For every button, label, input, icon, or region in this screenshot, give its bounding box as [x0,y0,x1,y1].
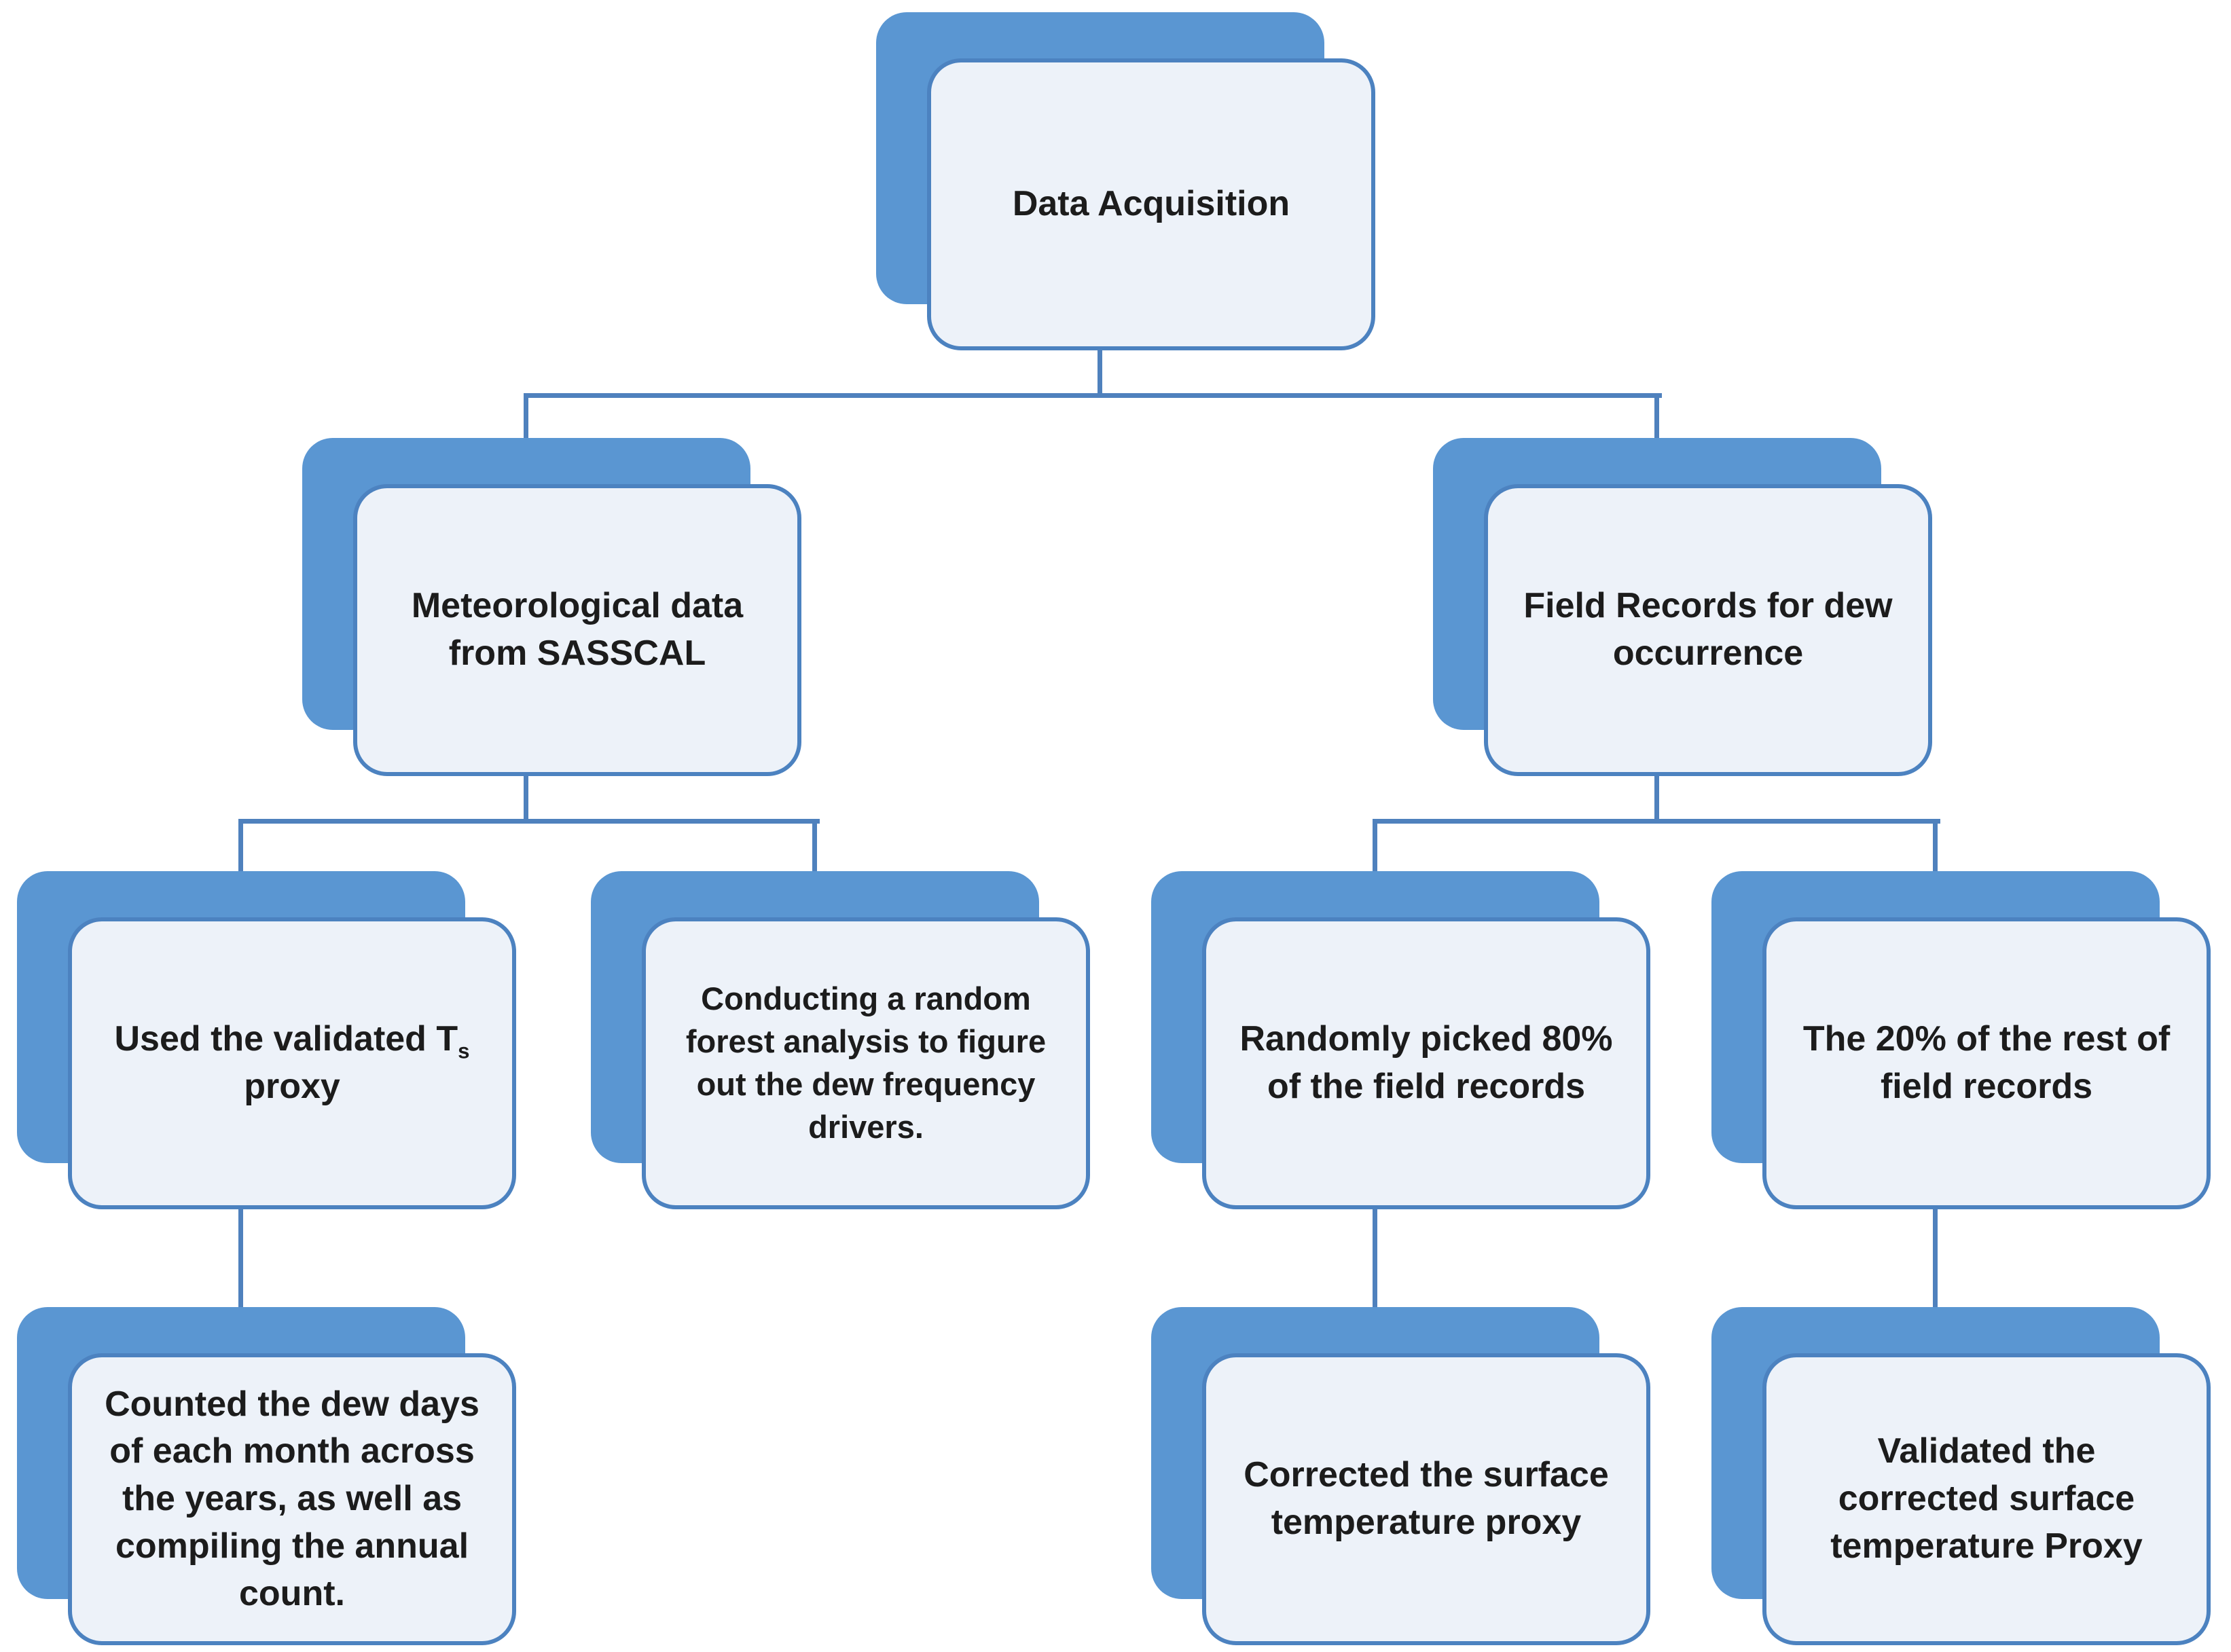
connector-field-to-r20 [1933,819,1938,875]
node-randomly-picked-80: Randomly picked 80% of the field records [1151,871,1650,1209]
node-validated-surface-proxy: Validated the corrected surface temperat… [1711,1307,2211,1645]
node-label: Randomly picked 80% of the field records [1239,1019,1613,1106]
node-label: Counted the dew days of each month acros… [105,1384,479,1613]
connector-met-stem [524,775,528,824]
label-post: proxy [244,1067,340,1106]
node-data-acquisition: Data Acquisition [876,12,1375,350]
panel: Corrected the surface temperature proxy [1202,1353,1650,1645]
node-meteorological-data: Meteorological data from SASSCAL [302,438,801,776]
node-label: Meteorological data from SASSCAL [411,586,744,673]
panel: The 20% of the rest of field records [1762,917,2211,1209]
panel: Meteorological data from SASSCAL [353,484,801,776]
connector-p80-to-corrected [1373,1208,1377,1310]
panel: Counted the dew days of each month acros… [68,1353,516,1645]
node-counted-dew-days: Counted the dew days of each month acros… [17,1307,516,1645]
node-field-records: Field Records for dew occurrence [1433,438,1932,776]
label-pre: Used the validated T [114,1019,458,1059]
node-label: Corrected the surface temperature proxy [1244,1455,1609,1542]
connector-met-to-rf [812,819,817,875]
connector-met-bar [238,819,820,824]
connector-field-stem [1654,775,1659,824]
panel: Conducting a random forest analysis to f… [642,917,1090,1209]
connector-r20-to-validated [1933,1208,1938,1310]
panel: Validated the corrected surface temperat… [1762,1353,2211,1645]
connector-field-to-p80 [1373,819,1377,875]
subscript-s: s [458,1039,470,1063]
node-label: Conducting a random forest analysis to f… [685,980,1047,1145]
node-label: The 20% of the rest of field records [1802,1019,2171,1106]
node-label: Used the validated Ts proxy [114,1016,469,1110]
connector-root-to-field [1654,393,1659,442]
connector-field-bar [1373,819,1940,824]
node-label: Data Acquisition [1012,184,1290,224]
connector-root-stem [1098,349,1102,398]
node-corrected-surface-proxy: Corrected the surface temperature proxy [1151,1307,1650,1645]
panel: Randomly picked 80% of the field records [1202,917,1650,1209]
node-rest-20-field-records: The 20% of the rest of field records [1711,871,2211,1209]
node-random-forest-analysis: Conducting a random forest analysis to f… [591,871,1090,1209]
connector-root-bar [524,393,1662,398]
node-label: Validated the corrected surface temperat… [1830,1431,2143,1566]
node-label: Field Records for dew occurrence [1523,586,1893,673]
node-validated-ts-proxy: Used the validated Ts proxy [17,871,516,1209]
connector-root-to-met [524,393,528,442]
panel: Field Records for dew occurrence [1484,484,1932,776]
panel: Used the validated Ts proxy [68,917,516,1209]
connector-ts-to-counted [238,1208,243,1310]
connector-met-to-ts [238,819,243,875]
panel: Data Acquisition [927,58,1375,350]
